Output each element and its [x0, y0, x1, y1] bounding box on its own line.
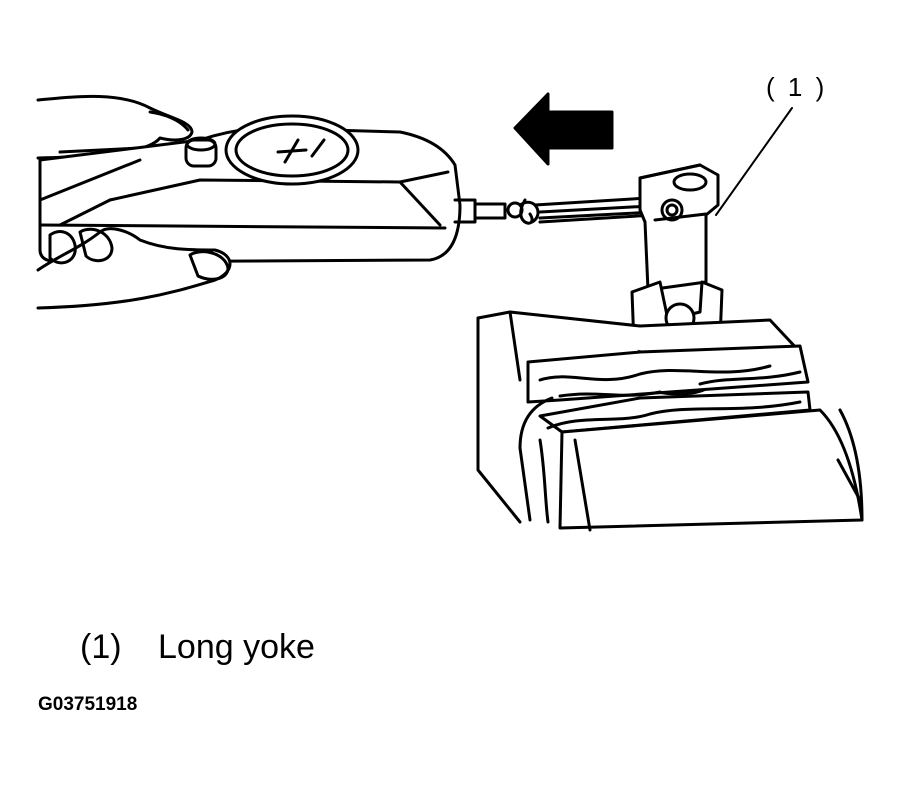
figure-code: G03751918 — [38, 694, 138, 715]
callout-label: ( 1 ) — [766, 72, 828, 102]
left-arrow-icon — [513, 92, 614, 166]
long-yoke — [638, 163, 720, 292]
illustration — [36, 92, 864, 532]
lower-hand — [36, 227, 232, 310]
legend-text: Long yoke — [158, 628, 315, 666]
push-pull-gauge-icon — [38, 114, 540, 264]
callout-leader — [715, 107, 793, 216]
legend: (1) Long yoke — [80, 628, 315, 667]
vise — [476, 310, 864, 532]
legend-number: (1) — [80, 628, 122, 666]
